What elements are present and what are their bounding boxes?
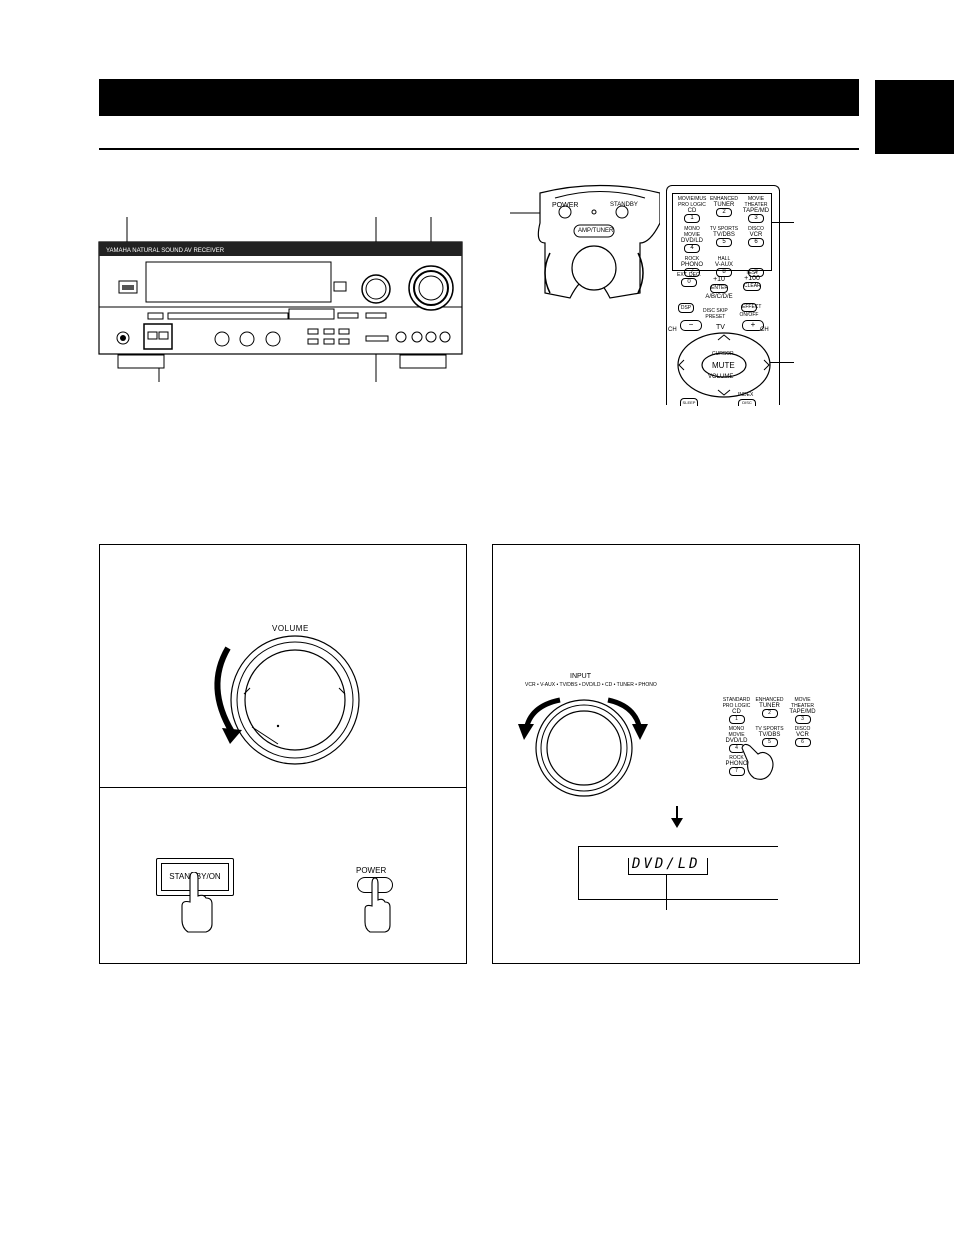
mute-key[interactable]: MUTE	[712, 361, 735, 370]
cursor-ring	[677, 332, 771, 398]
leader-input-keys	[772, 222, 794, 223]
sleep-key[interactable]: SLEEP	[680, 398, 698, 406]
input-selector-label: INPUT	[570, 673, 591, 680]
pressing-hand-icon	[741, 743, 774, 780]
input-selector-dial	[518, 697, 648, 797]
remote-power-label: POWER	[552, 202, 579, 209]
disc-key[interactable]: DISC	[738, 399, 756, 406]
section-title-bar	[99, 79, 859, 116]
receiver-front-panel: YAMAHA NATURAL SOUND AV RECEIVER	[98, 217, 463, 382]
leader-volume-keys	[770, 362, 794, 363]
input-sequence: VCR • V-AUX • TV/DBS • DVD/LD • CD • TUN…	[525, 682, 657, 688]
remote-standby-label: STANDBY	[610, 202, 638, 208]
front-display	[578, 846, 778, 900]
amp-tuner-label: AMP/TUNER	[578, 228, 614, 234]
display-bracket	[628, 858, 708, 875]
pointing-hand-icon-2	[364, 878, 391, 933]
svg-text:YAMAHA NATURAL SOUND AV RECE: YAMAHA NATURAL SOUND AV RECEIVER	[106, 248, 225, 254]
volume-dial-label: VOLUME	[272, 624, 309, 633]
tv-label: TV	[716, 324, 725, 331]
remote-top-illustration	[510, 184, 660, 299]
remote-power-button-label: POWER	[356, 866, 387, 875]
ch-left-label: CH	[668, 327, 677, 333]
remote-volume-label: VOLUME	[708, 374, 734, 380]
index-label: INDEX	[738, 392, 754, 398]
panel-divider	[99, 787, 467, 788]
ext-dec-key[interactable]: EXT. DEC. 0	[677, 272, 701, 287]
pointing-hand-icon	[181, 872, 213, 933]
effect-key[interactable]: EFFECT ON/OFF	[739, 303, 762, 318]
plus10-key[interactable]: +10 ENTER A/B/C/D/E	[705, 276, 733, 300]
cursor-label: CURSOR	[712, 351, 734, 357]
plus100-key[interactable]: TEST +100 CLEAR	[743, 270, 761, 291]
volume-dial-illustration	[214, 635, 360, 765]
tv-minus-key[interactable]: −	[680, 320, 702, 331]
chapter-tab	[875, 80, 954, 154]
keypad-key-9[interactable]: 9	[740, 256, 772, 277]
input-keys-highlight	[672, 193, 772, 271]
ch-right-label: CH	[760, 327, 769, 333]
tv-plus-key[interactable]: +	[742, 320, 764, 331]
header-rule	[99, 148, 859, 150]
dsp-key[interactable]: DSP	[678, 303, 694, 313]
leader-display	[666, 874, 667, 910]
display-readout: DVD/LD	[632, 856, 701, 872]
down-arrow-icon	[671, 806, 683, 828]
